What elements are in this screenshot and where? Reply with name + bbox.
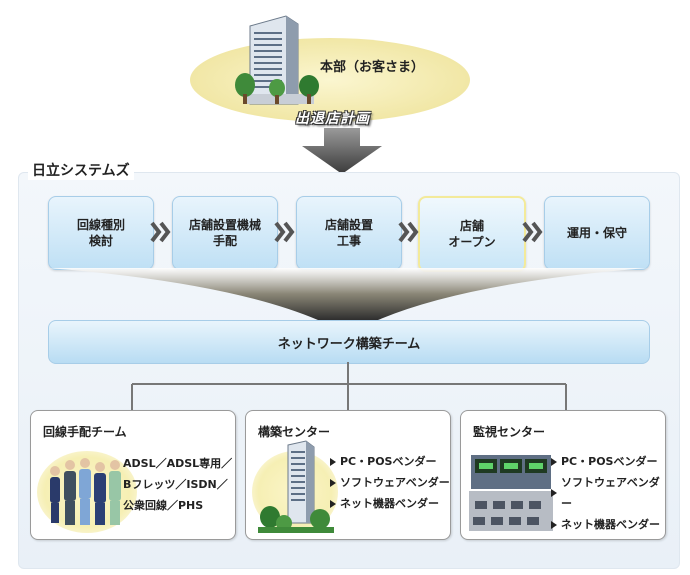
step-equipment-arrange: 店舗設置機械 手配 [172,196,278,270]
chevron-right-icon [522,221,543,243]
arrow-down-icon [302,128,382,174]
tree-icon [235,73,255,104]
panel-monitor-center: 監視センター PC・POSベンダー ソフトウェアベンダー ネット機器ベンダー [460,410,666,540]
chevron-right-icon [274,221,295,243]
vendor-text: ソフトウェアベンダー [561,476,660,510]
tree-icon [269,79,285,104]
monitor-room-icon [469,455,553,531]
panel-title: 監視センター [473,425,546,439]
triangle-bullet-icon [551,457,557,466]
vendor-text: PC・POSベンダー [561,455,658,468]
triangle-bullet-icon [330,478,336,487]
vendor-list: PC・POSベンダー ソフトウェアベンダー ネット機器ベンダー [330,451,450,514]
line-types: ADSL／ADSL専用／ Bフレッツ／ISDN／ 公衆回線／PHS [123,453,232,516]
panel-build-center: 構築センター PC・POSベンダー ソフトウェアベンダー ネット機器ベンダー [245,410,451,540]
line-type-text: ADSL／ADSL専用／ [123,457,233,470]
vendor-text: ソフトウェアベンダー [340,476,450,489]
line-type-text: Bフレッツ／ISDN／ [123,478,228,491]
network-team-bar: ネットワーク構築チーム [48,320,650,364]
vendor-item: ネット機器ベンダー [330,493,450,514]
panel-title: 回線手配チーム [43,425,127,439]
triangle-bullet-icon [551,520,557,529]
people-icon [50,458,121,525]
building-icon [258,440,334,533]
company-label: 日立システムズ [28,160,134,180]
vendor-text: ネット機器ベンダー [561,518,660,531]
line-type-text: 公衆回線／PHS [123,499,204,512]
vendor-item: PC・POSベンダー [551,451,665,472]
triangle-bullet-icon [551,489,557,497]
vendor-item: ネット機器ベンダー [551,514,665,535]
panel-line-team: 回線手配チーム ADSL／ADSL専用／ Bフレッツ／ISDN／ 公衆回線／PH… [30,410,236,540]
step-operation: 運用・保守 [544,196,650,270]
tree-icon [299,75,319,104]
vendor-item: ソフトウェアベンダー [330,472,450,493]
vendor-list: PC・POSベンダー ソフトウェアベンダー ネット機器ベンダー [551,451,665,535]
vendor-text: PC・POSベンダー [340,455,437,468]
step-installation: 店舗設置 工事 [296,196,402,270]
funnel-shape [48,268,648,320]
triangle-bullet-icon [330,457,336,466]
triangle-bullet-icon [330,499,336,508]
chevron-right-icon [398,221,419,243]
vendor-item: PC・POSベンダー [330,451,450,472]
step-line-type: 回線種別 検討 [48,196,154,270]
step-store-open: 店舗 オープン [418,196,526,272]
headquarters-label: 本部（お客さま） [320,60,425,75]
plan-label: 出退店計画 [295,111,370,127]
vendor-text: ネット機器ベンダー [340,497,439,510]
chevron-right-icon [150,221,171,243]
vendor-item: ソフトウェアベンダー [551,472,665,514]
panel-title: 構築センター [258,425,331,439]
